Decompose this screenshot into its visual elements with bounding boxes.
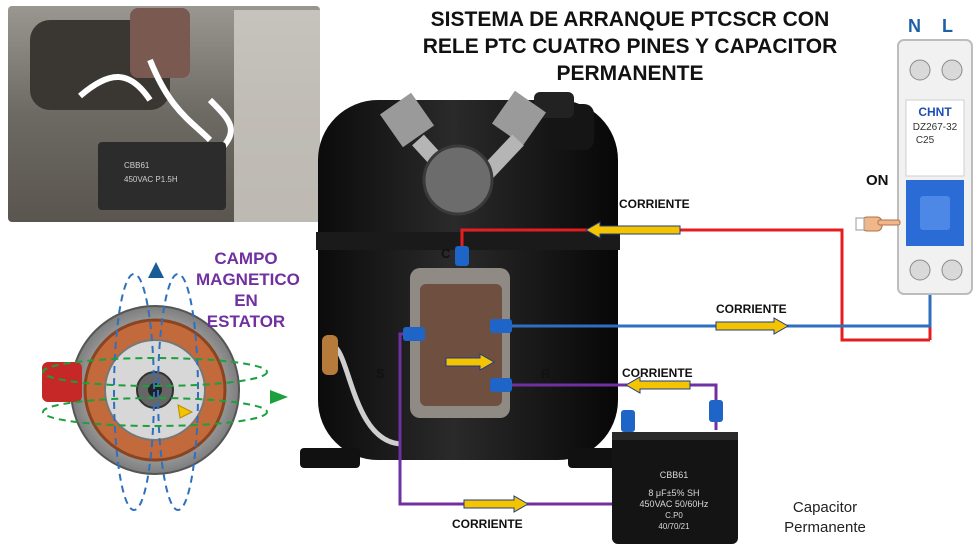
field-arrow-right-icon	[270, 390, 288, 404]
wire-red	[460, 228, 930, 342]
stator-label-line-4: ESTATOR	[206, 312, 286, 331]
stator-label-line-3: EN	[234, 291, 258, 310]
stator-label-line-2: MAGNETICO	[196, 270, 300, 289]
capacitor-model: CBB61	[660, 470, 689, 480]
current-label-red: CORRIENTE	[619, 197, 690, 211]
stator-field-label: CAMPO MAGNETICO EN ESTATOR	[196, 248, 300, 332]
capacitor-caption-line-1: Capacitor	[792, 499, 858, 516]
terminal-c-label: C	[441, 246, 451, 261]
capacitor-connector-1	[621, 410, 635, 432]
capacitor-caption: Capacitor Permanente	[760, 498, 890, 538]
wire-blue	[506, 290, 932, 328]
field-arrow-up-icon	[148, 262, 164, 278]
current-arrow-purple-bottom-icon	[463, 495, 530, 513]
current-label-blue: CORRIENTE	[716, 302, 787, 316]
breaker-model: DZ267-32	[913, 122, 958, 133]
circuit-breaker	[897, 39, 973, 295]
terminal-r-connector	[490, 378, 512, 392]
breaker-neutral-label: N	[908, 16, 921, 36]
capacitor-spec-3: C.P0	[665, 511, 683, 520]
photo-capacitor-model: CBB61	[124, 161, 150, 170]
breaker-rating: C25	[916, 135, 935, 146]
current-arrow-red-icon	[584, 221, 681, 239]
current-arrow-purple-top-icon	[624, 376, 691, 394]
terminal-s-connector	[403, 327, 425, 341]
terminal-c-connector	[455, 246, 469, 266]
compressor-body	[300, 90, 628, 468]
title-line-1: SISTEMA DE ARRANQUE PTCSCR CON	[430, 8, 830, 31]
current-label-purple-bottom: CORRIENTE	[452, 517, 523, 531]
capacitor-connector-2	[709, 400, 723, 422]
capacitor-caption-line-2: Permanente	[784, 519, 866, 536]
run-capacitor	[612, 432, 738, 544]
capacitor-spec-1: 8 μF±5% SH	[648, 488, 699, 498]
terminal-r-label: R	[541, 366, 551, 381]
compressor-photo	[8, 6, 320, 222]
magnetic-field-lines	[42, 273, 268, 511]
breaker-line-label: L	[942, 16, 953, 36]
terminal-main-connector	[490, 319, 512, 333]
breaker-state-label: ON	[866, 172, 889, 189]
breaker-brand: CHNT	[918, 105, 952, 119]
pointing-hand-icon	[855, 216, 901, 232]
title-line-3: PERMANENTE	[556, 62, 704, 85]
photo-capacitor-spec: 450VAC P1.5H	[124, 175, 178, 184]
current-arrow-blue-icon	[715, 317, 790, 335]
terminal-s-label: S	[376, 366, 385, 381]
diagram-title: SISTEMA DE ARRANQUE PTCSCR CON RELE PTC …	[380, 6, 880, 87]
title-line-2: RELE PTC CUATRO PINES Y CAPACITOR	[422, 35, 838, 58]
relay-current-arrow-icon	[445, 353, 496, 371]
current-label-purple-top: CORRIENTE	[622, 366, 693, 380]
capacitor-spec-4: 40/70/21	[658, 522, 690, 531]
stator-label-line-1: CAMPO	[214, 249, 278, 268]
capacitor-spec-2: 450VAC 50/60Hz	[640, 499, 709, 509]
